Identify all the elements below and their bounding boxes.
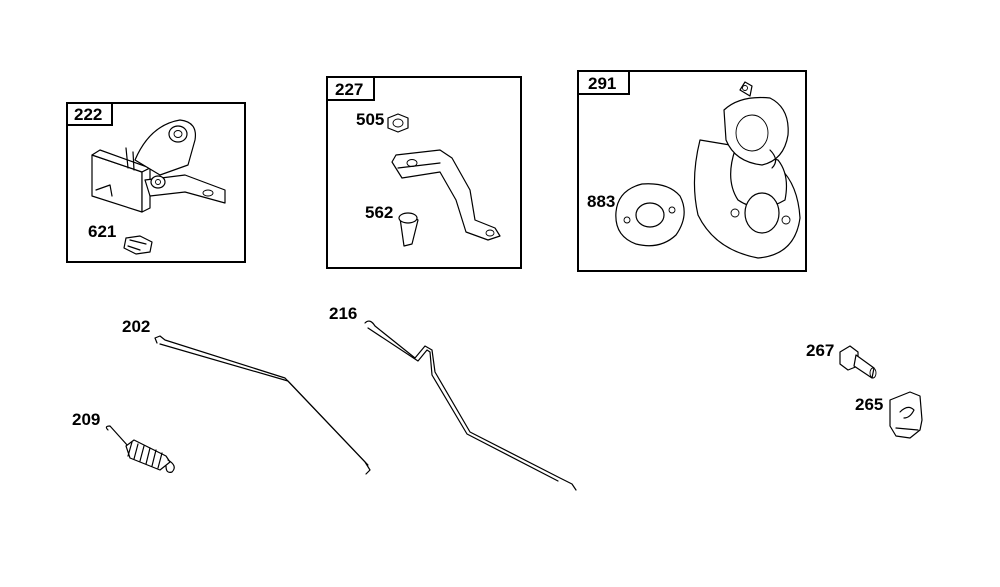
part-267-label: 267 xyxy=(806,341,834,360)
group-227-tab xyxy=(326,76,375,101)
group-222-box xyxy=(66,102,246,263)
group-222-label: 222 xyxy=(74,105,102,124)
part-265-clip xyxy=(889,391,923,439)
part-562-screw xyxy=(398,212,419,247)
part-562-label: 562 xyxy=(365,203,393,222)
part-209-spring xyxy=(105,425,175,473)
group-227-label: 227 xyxy=(335,80,363,99)
part-202-label: 202 xyxy=(122,317,150,336)
group-227-box xyxy=(326,76,522,269)
group-291-box xyxy=(577,70,807,272)
part-505-nut xyxy=(387,113,409,133)
part-883-label: 883 xyxy=(587,192,615,211)
group-291-label: 291 xyxy=(588,74,616,93)
group-227: 227 505 562 xyxy=(326,76,522,269)
part-883-gasket xyxy=(615,183,685,247)
part-267-bolt xyxy=(839,345,877,379)
group-222-tab xyxy=(66,102,113,126)
group-291: 291 883 xyxy=(577,70,807,272)
throttle-bracket xyxy=(391,149,501,241)
part-216-rod xyxy=(364,320,577,491)
part-505-label: 505 xyxy=(356,110,384,129)
part-209-label: 209 xyxy=(72,410,100,429)
part-216-label: 216 xyxy=(329,304,357,323)
part-621-clip xyxy=(123,235,153,255)
part-265-label: 265 xyxy=(855,395,883,414)
control-bracket xyxy=(91,119,226,213)
group-291-tab xyxy=(577,70,630,95)
air-cleaner-housing xyxy=(693,81,801,259)
group-222: 222 621 xyxy=(66,102,246,263)
part-202-rod xyxy=(154,335,371,475)
part-621-label: 621 xyxy=(88,222,116,241)
